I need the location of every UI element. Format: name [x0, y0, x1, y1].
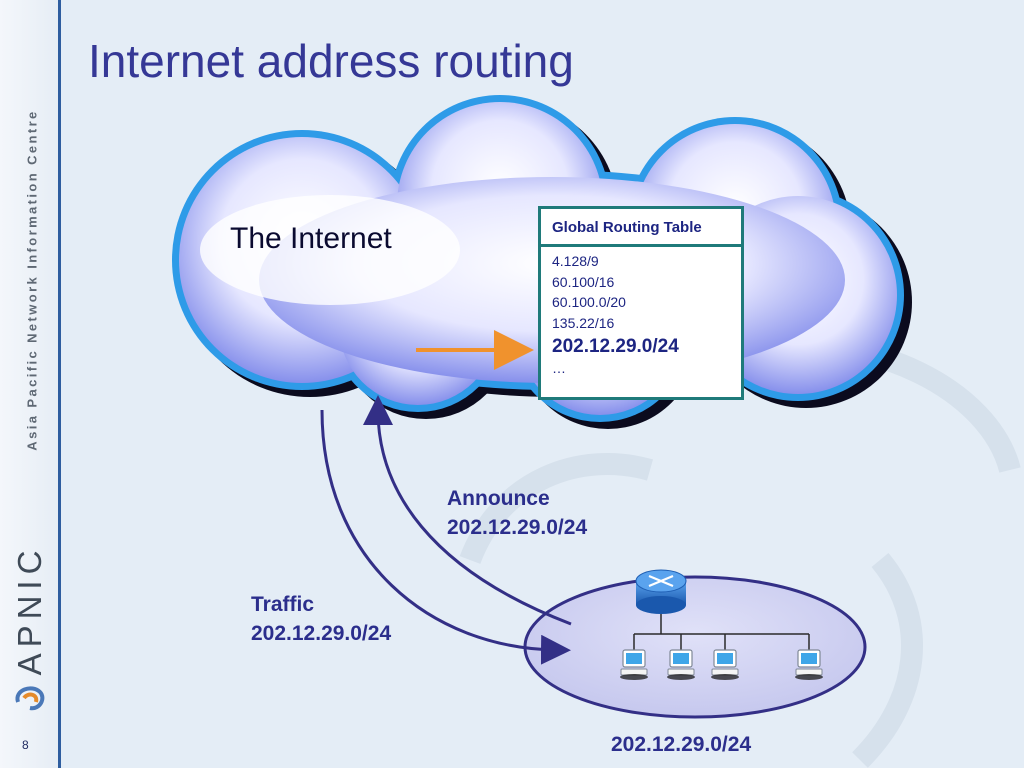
routing-table-entry: 4.128/9 [552, 253, 599, 269]
traffic-label: Traffic 202.12.29.0/24 [251, 590, 391, 648]
cloud-highlight [200, 195, 460, 305]
computer-icon [666, 649, 696, 681]
network-prefix-label: 202.12.29.0/24 [611, 733, 752, 756]
page-number: 8 [22, 738, 29, 752]
slide-title: Internet address routing [88, 35, 574, 87]
announce-title: Announce [447, 487, 550, 510]
internet-label: The Internet [230, 222, 392, 255]
announce-prefix: 202.12.29.0/24 [447, 516, 588, 539]
computer-icon [619, 649, 649, 681]
computer-icon [710, 649, 740, 681]
router-icon [635, 569, 687, 614]
network-ellipse [523, 575, 867, 719]
routing-table-entries: 4.128/9 60.100/16 60.100.0/20 135.22/16 … [541, 247, 741, 375]
computer-icon [794, 649, 824, 681]
routing-table-entry: 60.100.0/20 [552, 294, 626, 310]
traffic-arrow [320, 409, 571, 665]
apnic-logo-icon [15, 686, 45, 711]
traffic-prefix: 202.12.29.0/24 [251, 622, 392, 645]
lan-wiring [633, 613, 810, 650]
sidebar: Asia Pacific Network Information Centre … [0, 0, 61, 768]
announce-label: Announce 202.12.29.0/24 [447, 484, 587, 542]
routing-table-entry-highlighted: 202.12.29.0/24 [552, 336, 679, 357]
routing-table-entry: 60.100/16 [552, 273, 615, 290]
routing-table-entry-ellipsis: … [552, 360, 566, 376]
routing-table-entry: 135.22/16 [552, 314, 615, 331]
routing-table: Global Routing Table 4.128/9 60.100/16 6… [538, 206, 744, 400]
traffic-title: Traffic [251, 593, 315, 616]
routing-table-header: Global Routing Table [541, 209, 741, 247]
announce-arrow [363, 395, 572, 626]
